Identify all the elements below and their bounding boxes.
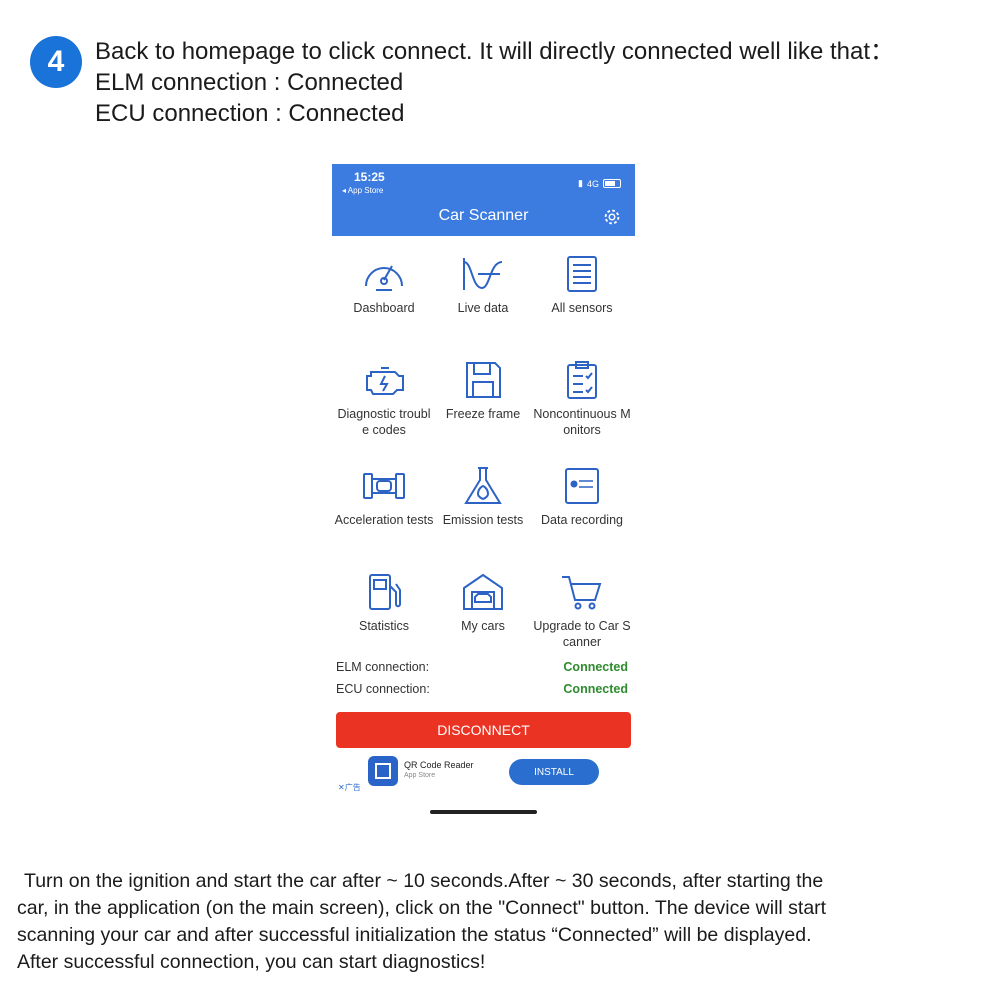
list-icon [567,256,597,292]
step-number-badge: 4 [30,36,82,88]
ecu-connection-label: ECU connection: [336,682,430,696]
gear-icon[interactable] [601,206,623,228]
tile-label: Emission tests [442,513,524,527]
record-icon [565,468,599,504]
tile-acceleration-tests[interactable]: Acceleration tests [334,466,434,528]
ad-app-store: App Store [404,772,436,779]
tile-statistics[interactable]: Statistics [334,572,434,634]
install-button[interactable]: INSTALL [509,759,599,785]
tile-live-data[interactable]: Live data [433,254,533,316]
tile-label: All sensors [551,301,613,315]
elm-connection-label: ELM connection: [336,660,430,674]
home-indicator[interactable] [430,810,537,814]
ad-app-name: QR Code Reader [404,760,474,770]
tile-dashboard[interactable]: Dashboard [334,254,434,316]
instructions-line-3: scanning your car and after successful i… [17,924,812,946]
ecu-connection-row: ECU connection: Connected [336,682,632,696]
tile-label: My cars [461,619,505,633]
waveform-icon [463,258,503,290]
engine-icon [366,367,404,395]
ad-close-icon[interactable]: ✕广告 [338,783,361,792]
tile-label: Freeze frame [445,407,521,421]
tile-data-recording[interactable]: Data recording [532,466,632,528]
clipboard-check-icon [567,361,597,399]
disconnect-button[interactable]: DISCONNECT [336,712,631,748]
ad-banner[interactable]: ✕广告 QR Code Reader App Store INSTALL [336,754,631,796]
back-to-app-store-link[interactable]: ◂ App Store [342,186,384,195]
signal-icon: ▮ [578,178,583,188]
garage-icon [463,573,503,610]
tile-label: Upgrade to Car Scanner [533,619,631,649]
intro-line-1: Back to homepage to click connect. It wi… [95,38,895,65]
fuel-pump-icon [369,574,401,610]
tile-emission-tests[interactable]: Emission tests [433,466,533,528]
tile-diagnostic-trouble-codes[interactable]: Diagnostic trouble codes [334,360,434,438]
tile-freeze-frame[interactable]: Freeze frame [433,360,533,422]
race-car-icon [363,473,405,499]
battery-icon [603,179,621,188]
elm-connection-row: ELM connection: Connected [336,660,632,674]
status-indicators: ▮ 4G [578,178,621,189]
phone-screenshot: 15:25 ◂ App Store ▮ 4G Car Scanner Dashb… [332,164,635,829]
step-number: 4 [47,45,65,78]
flask-icon [464,467,502,504]
instructions-line-1: Turn on the ignition and start the car a… [24,870,824,892]
tile-label: Acceleration tests [334,513,434,527]
instructions-text: Turn on the ignition and start the car a… [17,868,987,976]
tile-label: Data recording [541,513,623,527]
app-title: Car Scanner [438,207,529,224]
instructions-line-4: After successful connection, you can sta… [17,951,486,973]
network-type: 4G [586,178,599,189]
floppy-disk-icon [466,362,501,398]
tile-upgrade[interactable]: Upgrade to Car Scanner [532,572,632,650]
instructions-line-2: car, in the application (on the main scr… [17,897,827,919]
cart-icon [562,576,602,610]
tile-noncontinuous-monitors[interactable]: Noncontinuous Monitors [532,360,632,438]
intro-line-2: ELM connection : Connected [95,69,404,96]
intro-text: Back to homepage to click connect. It wi… [95,36,894,129]
tile-all-sensors[interactable]: All sensors [532,254,632,316]
speedometer-icon [365,265,403,291]
tile-label: Dashboard [353,301,415,315]
tile-label: Statistics [358,619,409,633]
tile-label: Live data [457,301,509,315]
tile-label: Noncontinuous Monitors [533,407,631,437]
app-header: 15:25 ◂ App Store ▮ 4G Car Scanner [332,164,635,236]
elm-connection-status: Connected [563,660,628,674]
ecu-connection-status: Connected [563,682,628,696]
qr-code-app-icon [368,756,398,786]
intro-line-3: ECU connection : Connected [95,100,405,127]
status-time: 15:25 [354,170,385,184]
tile-my-cars[interactable]: My cars [433,572,533,634]
tile-label: Diagnostic trouble codes [337,407,431,437]
